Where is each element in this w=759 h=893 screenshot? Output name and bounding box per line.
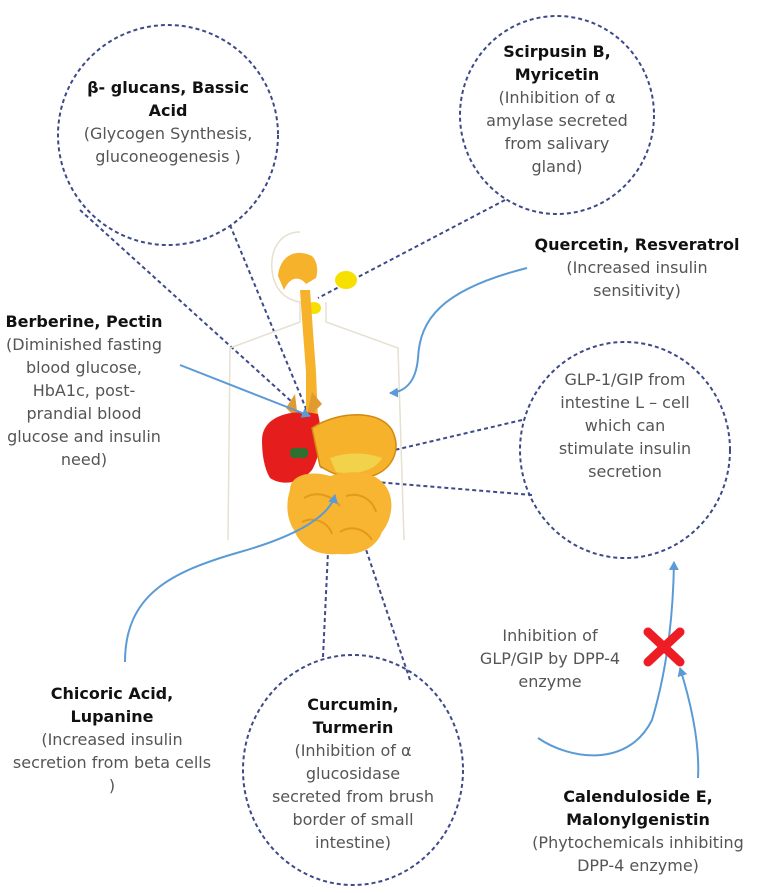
node-dpp4-inhibition-detail: Inhibition of GLP/GIP by DPP-4 enzyme <box>470 624 630 693</box>
node-curcumin-title: Curcumin, Turmerin <box>270 693 436 739</box>
node-chicoric-detail: (Increased insulin secretion from beta c… <box>12 728 212 797</box>
node-calenduloside: Calenduloside E, Malonylgenistin (Phytoc… <box>518 785 758 877</box>
arrow-quercetin <box>390 268 527 393</box>
node-quercetin-title: Quercetin, Resveratrol <box>532 233 742 256</box>
node-quercetin: Quercetin, Resveratrol (Increased insuli… <box>532 233 742 302</box>
node-curcumin: Curcumin, Turmerin (Inhibition of α gluc… <box>270 693 436 854</box>
node-quercetin-detail: (Increased insulin sensitivity) <box>532 256 742 302</box>
node-scirpusin: Scirpusin B, Myricetin (Inhibition of α … <box>482 40 632 178</box>
node-berberine: Berberine, Pectin (Diminished fasting bl… <box>4 310 164 471</box>
node-berberine-detail: (Diminished fasting blood glucose, HbA1c… <box>4 333 164 471</box>
node-scirpusin-detail: (Inhibition of α amylase secreted from s… <box>482 86 632 178</box>
node-curcumin-detail: (Inhibition of α glucosidase secreted fr… <box>270 739 436 854</box>
node-beta-glucans-detail: (Glycogen Synthesis, gluconeogenesis ) <box>68 122 268 168</box>
node-calenduloside-title: Calenduloside E, Malonylgenistin <box>518 785 758 831</box>
arrow-berberine <box>180 365 310 416</box>
node-berberine-title: Berberine, Pectin <box>4 310 164 333</box>
red-cross-icon <box>648 632 680 662</box>
node-calenduloside-detail: (Phytochemicals inhibiting DPP-4 enzyme) <box>518 831 758 877</box>
digestive-system-icon <box>262 253 396 554</box>
node-chicoric-title: Chicoric Acid, Lupanine <box>12 682 212 728</box>
node-glp1-detail: GLP-1/GIP from intestine L – cell which … <box>545 368 705 483</box>
arrow-calenduloside <box>680 668 698 778</box>
node-beta-glucans: β- glucans, Bassic Acid (Glycogen Synthe… <box>68 76 268 168</box>
node-chicoric: Chicoric Acid, Lupanine (Increased insul… <box>12 682 212 797</box>
node-dpp4-inhibition: Inhibition of GLP/GIP by DPP-4 enzyme <box>470 624 630 693</box>
node-scirpusin-title: Scirpusin B, Myricetin <box>482 40 632 86</box>
node-beta-glucans-title: β- glucans, Bassic Acid <box>68 76 268 122</box>
node-glp1: GLP-1/GIP from intestine L – cell which … <box>545 368 705 483</box>
